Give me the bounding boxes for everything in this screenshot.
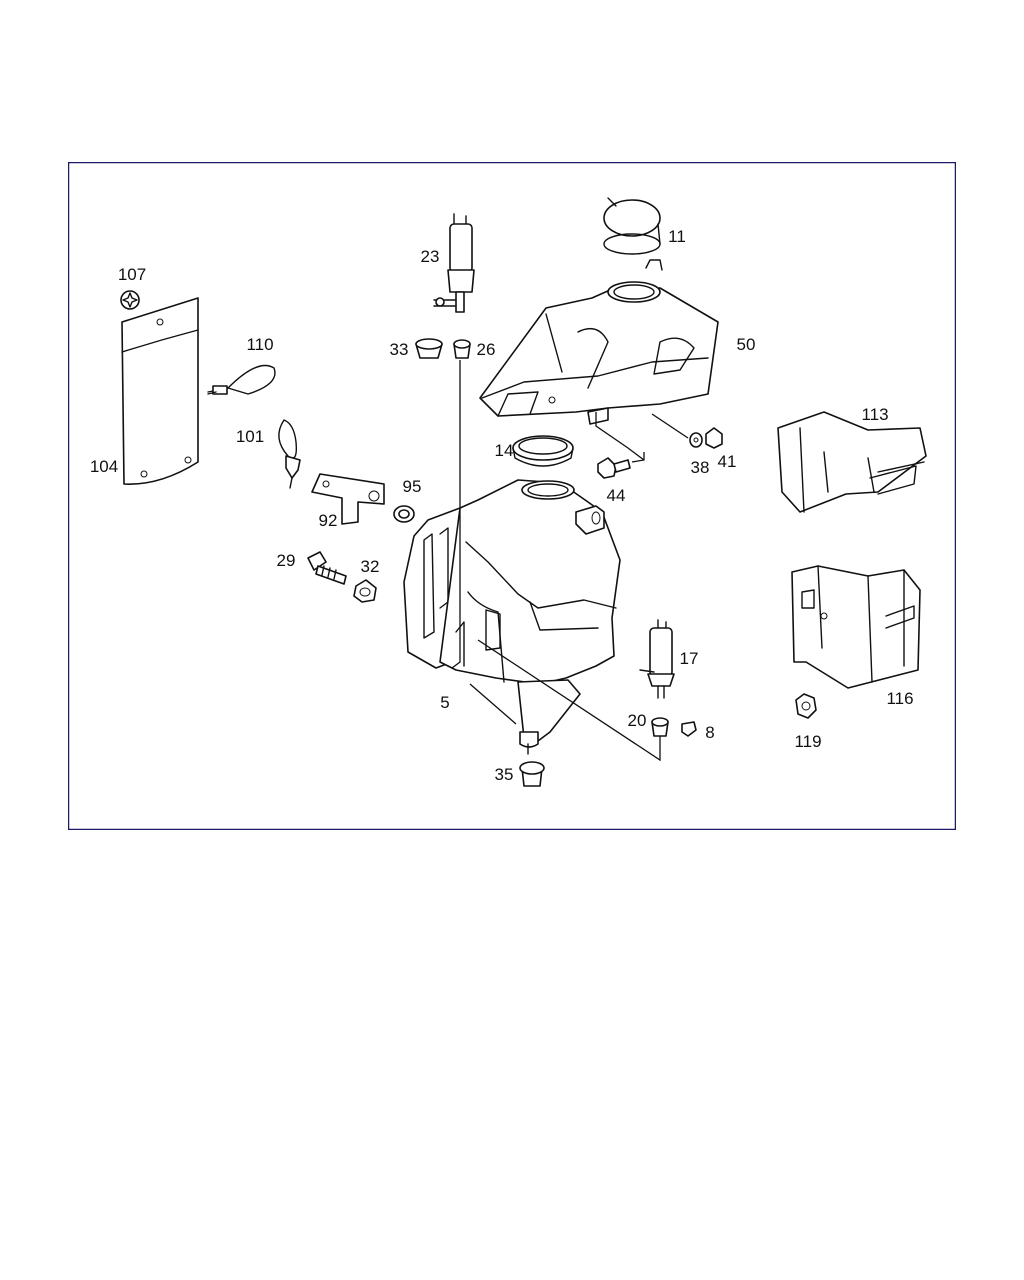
callout-113: 113: [861, 405, 888, 424]
cable-tie-part-110: [207, 364, 276, 395]
callout-116: 116: [886, 689, 913, 708]
grommet-part-95: [393, 505, 415, 523]
callout-107: 107: [118, 265, 146, 284]
washer-pump-part-17: [639, 619, 675, 699]
cover-sheet-part-104: [121, 297, 199, 485]
main-reservoir-part-5: [403, 479, 621, 755]
callout-33: 33: [390, 340, 409, 359]
callout-14: 14: [495, 441, 514, 460]
callout-101: 101: [236, 427, 264, 446]
star-clip-part-107: [120, 290, 140, 310]
grommet-part-33: [415, 338, 443, 359]
parts-diagram-frame: 107 110 101 104 92 95 29 32 23 33 26 14 …: [68, 162, 956, 830]
grommet-part-35: [519, 761, 545, 787]
callout-104: 104: [90, 457, 118, 476]
seal-part-26: [453, 339, 471, 359]
tray-part-116: [791, 565, 921, 689]
callout-44: 44: [607, 486, 626, 505]
callout-119: 119: [794, 732, 821, 751]
callout-95: 95: [403, 477, 422, 496]
callout-20: 20: [628, 711, 647, 730]
clip-tie-part-101: [278, 419, 301, 489]
callout-29: 29: [277, 551, 296, 570]
callout-38: 38: [691, 458, 710, 477]
callout-23: 23: [421, 247, 440, 266]
screw-part-8: [681, 721, 697, 737]
callout-8: 8: [705, 723, 714, 742]
seal-ring-part-14: [512, 435, 574, 467]
bolt-part-29: [307, 551, 347, 585]
washer-pump-part-23: [433, 213, 475, 313]
seal-part-20: [651, 717, 669, 737]
cover-part-113: [777, 411, 927, 513]
nut-part-32: [353, 579, 377, 603]
callout-41: 41: [718, 452, 737, 471]
callout-110: 110: [246, 335, 273, 354]
bolt-part-44: [597, 457, 631, 479]
callout-11: 11: [668, 227, 686, 246]
callout-32: 32: [361, 557, 380, 576]
upper-reservoir-part-50: [479, 259, 719, 461]
callout-50: 50: [737, 335, 756, 354]
callout-35: 35: [495, 765, 514, 784]
callout-92: 92: [319, 511, 338, 530]
callout-26: 26: [477, 340, 496, 359]
filler-cap-part-11: [603, 197, 661, 255]
nut-part-119: [795, 693, 817, 719]
callout-5: 5: [440, 693, 449, 712]
nut-part-41: [705, 427, 723, 449]
callout-17: 17: [680, 649, 699, 668]
bracket-part-92: [311, 473, 385, 525]
washer-part-38: [689, 432, 703, 448]
